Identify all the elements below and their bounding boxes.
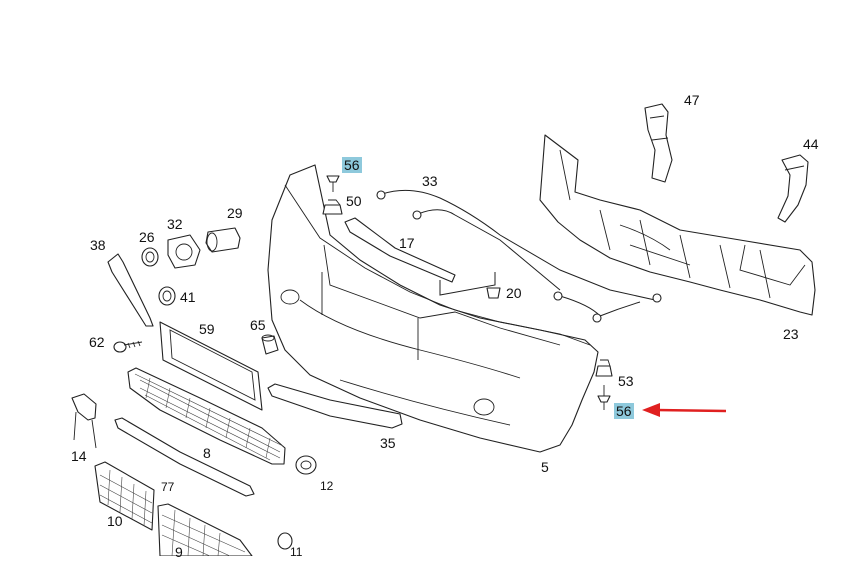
part-38-side-strip[interactable] <box>107 253 154 327</box>
callout-56-top[interactable]: 56 <box>342 157 362 173</box>
part-29-sensor[interactable] <box>205 227 241 253</box>
callout-50: 50 <box>346 193 362 209</box>
part-5-bumper-cover[interactable] <box>267 164 599 453</box>
callout-17: 17 <box>399 235 415 251</box>
part-33-wiring-harness[interactable] <box>376 189 662 323</box>
callout-12: 12 <box>320 479 334 493</box>
part-8-lower-grille[interactable] <box>127 367 286 465</box>
part-32-sensor-holder[interactable] <box>167 234 201 269</box>
part-26-grommet[interactable] <box>141 247 159 267</box>
callout-44: 44 <box>803 136 819 152</box>
part-47-bracket[interactable] <box>644 103 673 183</box>
part-17-trim-strip[interactable] <box>344 217 456 283</box>
callout-53: 53 <box>618 373 634 389</box>
part-12-cap[interactable] <box>295 455 317 475</box>
callout-62: 62 <box>89 334 105 350</box>
callout-10: 10 <box>107 513 123 529</box>
callout-33: 33 <box>422 173 438 189</box>
part-56-bottom-screw[interactable] <box>597 385 611 410</box>
callout-47: 47 <box>684 92 700 108</box>
callout-38: 38 <box>90 237 106 253</box>
part-53-nut[interactable] <box>595 359 613 377</box>
callout-41: 41 <box>180 289 196 305</box>
callout-9: 9 <box>175 544 183 560</box>
part-59-plate-bracket[interactable] <box>159 321 263 411</box>
callout-56-bottom[interactable]: 56 <box>614 403 634 419</box>
callout-26: 26 <box>139 229 155 245</box>
callout-23: 23 <box>783 326 799 342</box>
part-44-bracket[interactable] <box>777 154 809 223</box>
part-10-mesh-screen[interactable] <box>94 461 155 531</box>
callout-11: 11 <box>290 545 303 559</box>
callout-35: 35 <box>380 435 396 451</box>
callout-8: 8 <box>203 445 211 461</box>
part-62-screw[interactable] <box>113 340 143 353</box>
part-77-trim-strip[interactable] <box>114 417 255 497</box>
part-65-cap[interactable] <box>261 334 279 355</box>
callout-29: 29 <box>227 205 243 221</box>
callout-5: 5 <box>541 459 549 475</box>
callout-65: 65 <box>250 317 266 333</box>
part-41-grommet[interactable] <box>158 286 176 306</box>
part-50-nut[interactable] <box>322 199 343 215</box>
callout-59: 59 <box>199 321 215 337</box>
part-20-clip[interactable] <box>486 287 501 299</box>
callout-14: 14 <box>71 448 87 464</box>
part-56-top-screw[interactable] <box>326 175 340 192</box>
callout-32: 32 <box>167 216 183 232</box>
part-14-tow-eye-cover[interactable] <box>71 393 97 449</box>
part-35-lower-strip[interactable] <box>267 383 403 429</box>
part-23-impact-absorber[interactable] <box>539 134 816 316</box>
part-11-cap[interactable] <box>277 532 293 550</box>
red-arrow-icon <box>642 403 727 417</box>
callout-20: 20 <box>506 285 522 301</box>
part-9-mesh-screen[interactable] <box>157 503 253 557</box>
callout-77: 77 <box>161 480 175 494</box>
